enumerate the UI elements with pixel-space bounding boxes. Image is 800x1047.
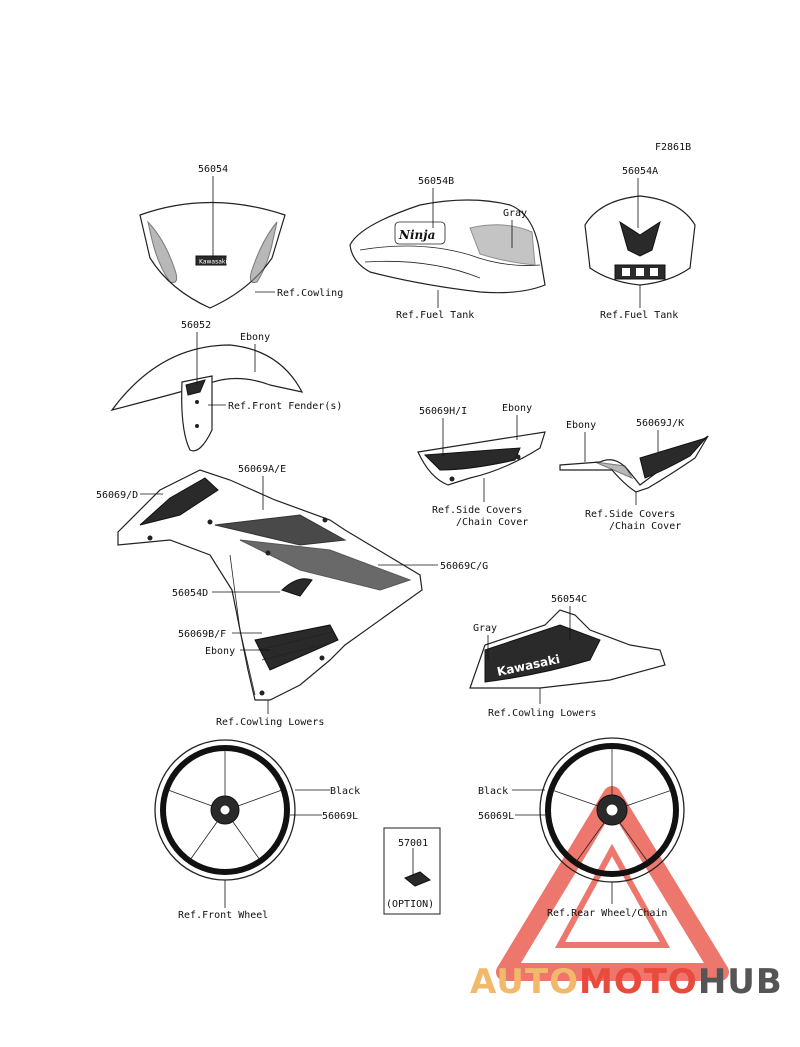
label-ref-side-covers-2b: /Chain Cover	[609, 521, 681, 532]
label-ebony-side1: Ebony	[502, 403, 532, 414]
label-gray-lower: Gray	[473, 623, 497, 634]
watermark-moto: MOTO	[578, 962, 698, 1002]
front-wheel-illustration	[154, 739, 296, 881]
label-black-rear: Black	[478, 786, 508, 797]
label-56069AE: 56069A/E	[238, 464, 286, 475]
label-56054C: 56054C	[551, 594, 587, 605]
side-cover-right-illustration	[559, 435, 709, 493]
label-56052: 56052	[181, 320, 211, 331]
label-gray-tank: Gray	[503, 208, 527, 219]
label-option: (OPTION)	[386, 899, 434, 910]
label-56069L-front: 56069L	[322, 811, 358, 822]
watermark-hub: HUB	[697, 962, 783, 1002]
label-ref-rear-wheel: Ref.Rear Wheel/Chain	[547, 908, 667, 919]
label-ref-fuel-tank-1: Ref.Fuel Tank	[396, 310, 474, 321]
label-56069L-rear: 56069L	[478, 811, 514, 822]
rear-wheel-illustration	[539, 737, 685, 883]
tank-pad-illustration	[584, 195, 696, 286]
label-ref-front-fender: Ref.Front Fender(s)	[228, 401, 342, 412]
label-56054A: 56054A	[622, 166, 658, 177]
label-56069D: 56069/D	[96, 490, 138, 501]
label-ebony-cowl: Ebony	[205, 646, 235, 657]
label-ref-side-covers-2a: Ref.Side Covers	[585, 509, 675, 520]
front-fender-illustration	[110, 344, 304, 452]
label-56054: 56054	[198, 164, 228, 175]
label-ref-cowling-lowers-1: Ref.Cowling Lowers	[216, 717, 324, 728]
label-56054D: 56054D	[172, 588, 208, 599]
label-ref-cowling-lowers-2: Ref.Cowling Lowers	[488, 708, 596, 719]
main-cowling-illustration	[117, 469, 423, 701]
watermark-auto: AUTO	[470, 962, 579, 1002]
windshield-decal-text: Kawasaki	[199, 259, 227, 266]
label-ebony-fender: Ebony	[240, 332, 270, 343]
windshield-illustration: Kawasaki	[139, 201, 286, 309]
tank-decal-text: Ninja	[398, 228, 435, 242]
side-cover-left-illustration	[417, 431, 546, 486]
label-56069BF: 56069B/F	[178, 629, 226, 640]
lower-cowl-illustration: Kawasaki	[469, 609, 666, 689]
label-56069CG: 56069C/G	[440, 561, 488, 572]
watermark-logo: AUTOMOTOHUB	[470, 962, 783, 1002]
figure-code: F2861B	[655, 142, 691, 153]
label-ref-side-covers-1b: /Chain Cover	[456, 517, 528, 528]
label-56054B: 56054B	[418, 176, 454, 187]
label-56069JK: 56069J/K	[636, 418, 684, 429]
label-black-front: Black	[330, 786, 360, 797]
label-ref-cowling: Ref.Cowling	[277, 288, 343, 299]
label-57001: 57001	[398, 838, 428, 849]
option-box	[383, 827, 441, 915]
label-56069HI: 56069H/I	[419, 406, 467, 417]
label-ref-side-covers-1a: Ref.Side Covers	[432, 505, 522, 516]
label-ref-fuel-tank-2: Ref.Fuel Tank	[600, 310, 678, 321]
label-ebony-side2: Ebony	[566, 420, 596, 431]
label-ref-front-wheel: Ref.Front Wheel	[178, 910, 268, 921]
watermark-triangle	[496, 786, 729, 981]
fuel-tank-illustration: Ninja	[349, 199, 546, 294]
